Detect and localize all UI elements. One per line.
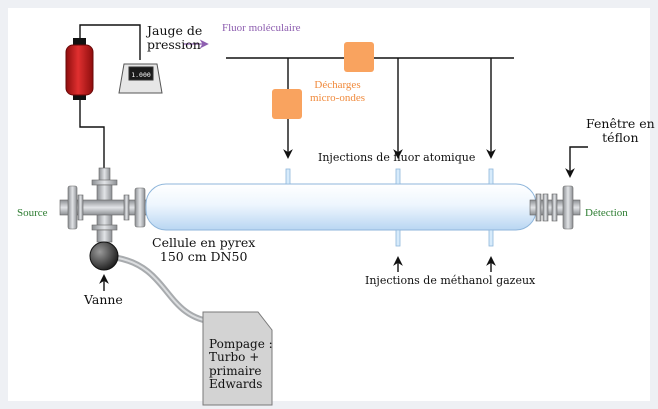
red-canister-icon xyxy=(65,38,94,100)
wire-canister-gauge xyxy=(79,24,141,60)
wire-canister-cross xyxy=(79,95,105,170)
discharge-box-2 xyxy=(272,89,302,119)
pumping-tag xyxy=(202,311,273,406)
injections-methanol-label: Injections de méthanol gazeux xyxy=(365,274,536,287)
injections-fluor-label: Injections de fluor atomique xyxy=(318,151,476,164)
source-label: Source xyxy=(17,207,48,219)
teflon-arrow xyxy=(565,146,588,178)
valve-label: Vanne xyxy=(84,292,123,307)
injection-ports-top xyxy=(285,168,494,185)
valve-icon xyxy=(89,241,119,271)
gauge-display-text: 1.000 xyxy=(131,71,151,79)
pumping-hose-highlight xyxy=(117,257,216,323)
pressure-gauge-icon xyxy=(118,63,163,94)
discharge-box-1 xyxy=(344,42,374,72)
injection-ports-bottom xyxy=(395,229,494,247)
fluor-moleculaire-label: Fluor moléculaire xyxy=(222,22,301,34)
pyrex-cell xyxy=(145,183,537,231)
detection-flange xyxy=(529,185,581,230)
detection-label: Détection xyxy=(585,207,628,219)
